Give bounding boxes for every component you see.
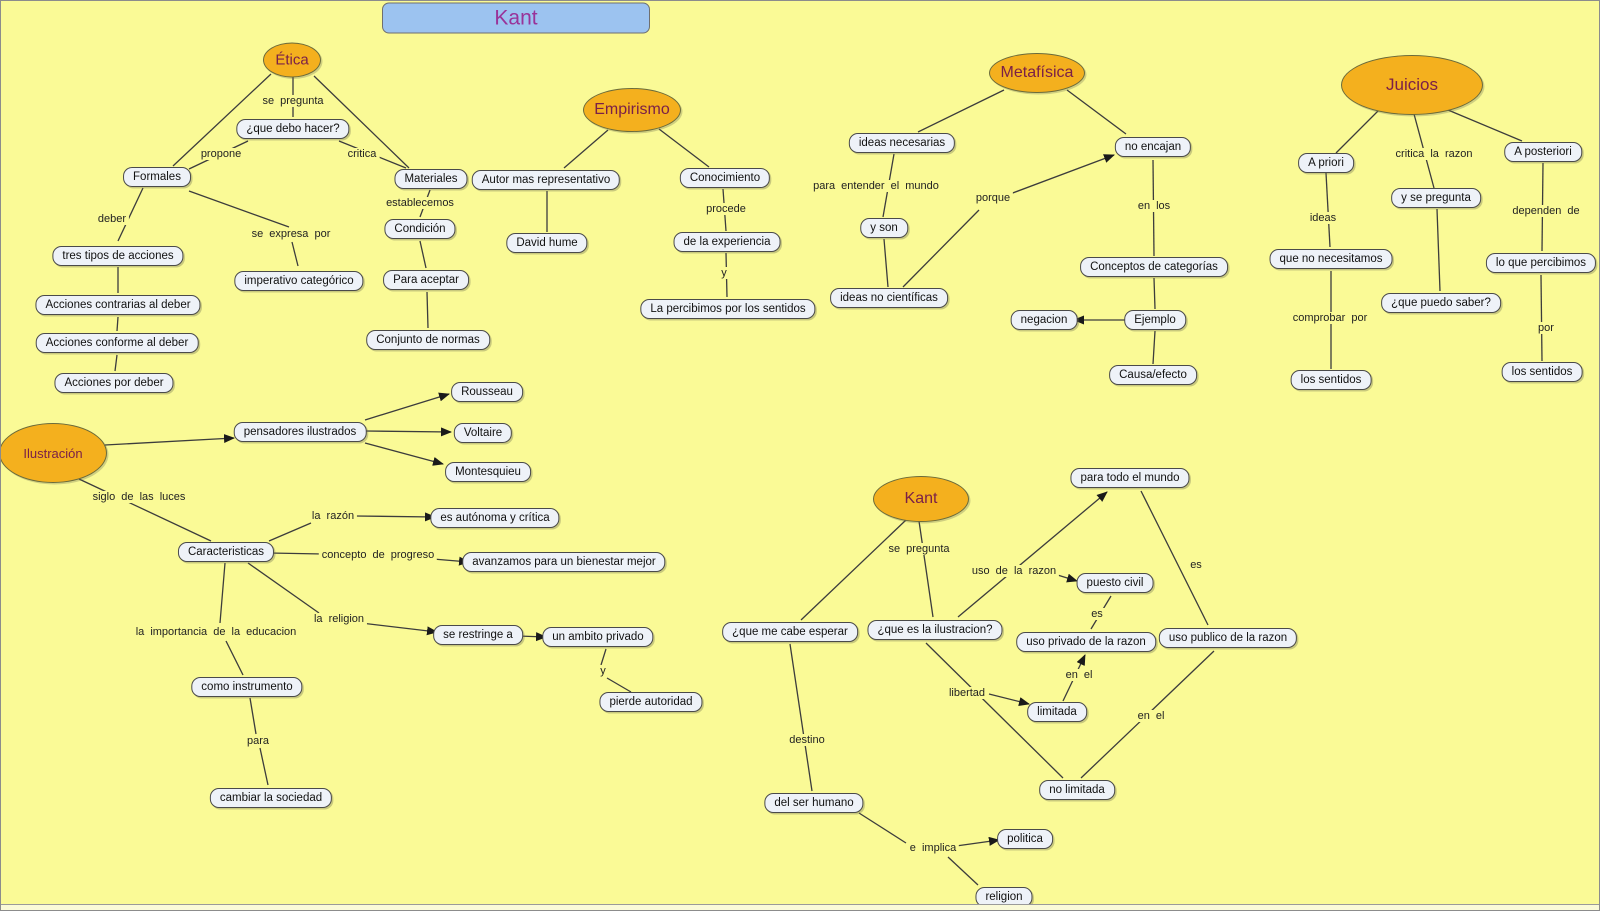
edge-label-en-los: en los	[1134, 200, 1174, 212]
edge-label-establecemos: establecemos	[383, 197, 457, 209]
node-como-instrumento[interactable]: como instrumento	[191, 677, 303, 697]
edge-label-ideas: ideas	[1306, 212, 1340, 224]
node-rousseau[interactable]: Rousseau	[451, 382, 523, 402]
node-que-me-cabe-esperar[interactable]: ¿que me cabe esperar	[722, 622, 858, 642]
map-title[interactable]: Kant	[382, 2, 650, 34]
node-formales[interactable]: Formales	[123, 167, 191, 187]
node-ambito-privado[interactable]: un ambito privado	[542, 627, 654, 647]
node-negacion[interactable]: negacion	[1010, 310, 1078, 330]
node-uso-privado-razon[interactable]: uso privado de la razon	[1016, 632, 1156, 652]
node-materiales[interactable]: Materiales	[394, 169, 468, 189]
node-no-limitada[interactable]: no limitada	[1039, 780, 1115, 800]
node-acciones-contrarias[interactable]: Acciones contrarias al deber	[35, 295, 201, 315]
edge-label-comprobar-por: comprobar por	[1289, 312, 1371, 324]
node-ideas-no-cientificas[interactable]: ideas no científicas	[830, 288, 948, 308]
edge-label-se-expresa-por: se expresa por	[248, 228, 334, 240]
edge-label-se-pregunta-kant: se pregunta	[885, 543, 953, 555]
edges-kant	[789, 490, 1215, 886]
edge-label-uso-de-la-razon: uso de la razon	[968, 565, 1060, 577]
edges-empirismo	[546, 128, 728, 298]
node-caracteristicas[interactable]: Caracteristicas	[177, 542, 275, 562]
node-de-la-experiencia[interactable]: de la experiencia	[673, 232, 781, 252]
edge-label-y-empirismo: y	[718, 267, 730, 279]
edge-label-la-razon: la razón	[308, 510, 358, 522]
node-puesto-civil[interactable]: puesto civil	[1076, 573, 1154, 593]
edges-ilustracion	[78, 392, 632, 786]
node-ideas-necesarias[interactable]: ideas necesarias	[848, 133, 956, 153]
node-y-se-pregunta[interactable]: y se pregunta	[1391, 188, 1481, 208]
node-pierde-autoridad[interactable]: pierde autoridad	[599, 692, 703, 712]
node-que-no-necesitamos[interactable]: que no necesitamos	[1269, 249, 1393, 269]
node-los-sentidos-izq[interactable]: los sentidos	[1290, 370, 1372, 390]
node-que-debo-hacer[interactable]: ¿que debo hacer?	[236, 119, 350, 139]
edge-label-es-derecha: es	[1187, 559, 1205, 571]
node-autor-representativo[interactable]: Autor mas representativo	[471, 170, 621, 190]
node-percibimos-sentidos[interactable]: La percibimos por los sentidos	[640, 299, 816, 319]
edge-label-se-pregunta-etica: se pregunta	[259, 95, 327, 107]
node-que-puedo-saber[interactable]: ¿que puedo saber?	[1381, 293, 1501, 313]
edge-label-y-ilustracion: y	[597, 665, 609, 677]
edge-label-para-entender: para entender el mundo	[810, 180, 942, 192]
node-montesquieu[interactable]: Montesquieu	[445, 462, 531, 482]
edge-label-en-el-izq: en el	[1062, 669, 1096, 681]
concept-etica[interactable]: Ética	[263, 42, 321, 78]
node-los-sentidos-der[interactable]: los sentidos	[1501, 362, 1583, 382]
node-para-aceptar[interactable]: Para aceptar	[383, 270, 469, 290]
node-acciones-conforme[interactable]: Acciones conforme al deber	[35, 333, 199, 353]
node-conocimiento[interactable]: Conocimiento	[679, 168, 771, 188]
node-acciones-por-deber[interactable]: Acciones por deber	[54, 373, 174, 393]
node-causa-efecto[interactable]: Causa/efecto	[1109, 365, 1197, 385]
node-ejemplo[interactable]: Ejemplo	[1124, 310, 1186, 330]
node-para-todo-el-mundo[interactable]: para todo el mundo	[1070, 468, 1190, 488]
node-uso-publico-razon[interactable]: uso publico de la razon	[1158, 628, 1298, 648]
node-condicion[interactable]: Condición	[384, 219, 456, 239]
node-avanzamos-bienestar[interactable]: avanzamos para un bienestar mejor	[462, 552, 666, 572]
edge-label-importancia-educacion: la importancia de la educacion	[132, 626, 300, 638]
edge-label-deber: deber	[94, 213, 130, 225]
edge-label-porque: porque	[972, 192, 1014, 204]
concept-empirismo[interactable]: Empirismo	[583, 88, 681, 132]
edge-label-es-abajo: es	[1088, 608, 1106, 620]
node-politica[interactable]: politica	[997, 829, 1053, 849]
edge-label-propone: propone	[197, 148, 245, 160]
edge-label-libertad: libertad	[945, 687, 989, 699]
concept-juicios[interactable]: Juicios	[1341, 55, 1483, 115]
node-no-encajan[interactable]: no encajan	[1114, 137, 1192, 157]
node-que-es-la-ilustracion[interactable]: ¿que es la ilustracion?	[867, 620, 1003, 640]
node-david-hume[interactable]: David hume	[506, 233, 588, 253]
node-se-restringe-a[interactable]: se restringe a	[433, 625, 523, 645]
edge-label-la-religion: la religion	[310, 613, 368, 625]
window-bottom-edge	[1, 904, 1599, 910]
edge-label-e-implica: e implica	[906, 842, 960, 854]
edge-label-procede: procede	[703, 203, 749, 215]
edge-label-concepto-progreso: concepto de progreso	[318, 549, 438, 561]
node-del-ser-humano[interactable]: del ser humano	[764, 793, 864, 813]
edge-label-por: por	[1535, 322, 1557, 334]
concept-metafisica[interactable]: Metafísica	[989, 53, 1085, 93]
node-imperativo-categorico[interactable]: imperativo categórico	[234, 271, 364, 291]
concept-ilustracion[interactable]: Ilustración	[1, 423, 107, 483]
concept-kant[interactable]: Kant	[873, 476, 969, 522]
node-lo-que-percibimos[interactable]: lo que percibimos	[1485, 253, 1597, 273]
edge-label-para: para	[243, 735, 273, 747]
node-pensadores-ilustrados[interactable]: pensadores ilustrados	[233, 422, 367, 442]
node-conceptos-categorias[interactable]: Conceptos de categorías	[1080, 257, 1228, 277]
node-y-son[interactable]: y son	[860, 218, 908, 238]
edge-label-critica: critica	[344, 148, 380, 160]
node-cambiar-sociedad[interactable]: cambiar la sociedad	[209, 788, 333, 808]
edge-label-dependen-de: dependen de	[1509, 205, 1583, 217]
edge-label-destino: destino	[786, 734, 828, 746]
node-voltaire[interactable]: Voltaire	[453, 423, 513, 443]
node-a-posteriori[interactable]: A posteriori	[1504, 142, 1582, 162]
node-tres-tipos-acciones[interactable]: tres tipos de acciones	[52, 246, 184, 266]
node-religion[interactable]: religion	[975, 887, 1033, 907]
node-a-priori[interactable]: A priori	[1298, 153, 1354, 173]
node-conjunto-normas[interactable]: Conjunto de normas	[366, 330, 490, 350]
edge-label-critica-la-razon: critica la razon	[1392, 148, 1476, 160]
node-autonoma-critica[interactable]: es autónoma y crítica	[430, 508, 560, 528]
edge-label-en-el-der: en el	[1134, 710, 1168, 722]
edge-label-siglo-luces: siglo de las luces	[89, 491, 189, 503]
node-limitada[interactable]: limitada	[1027, 702, 1087, 722]
